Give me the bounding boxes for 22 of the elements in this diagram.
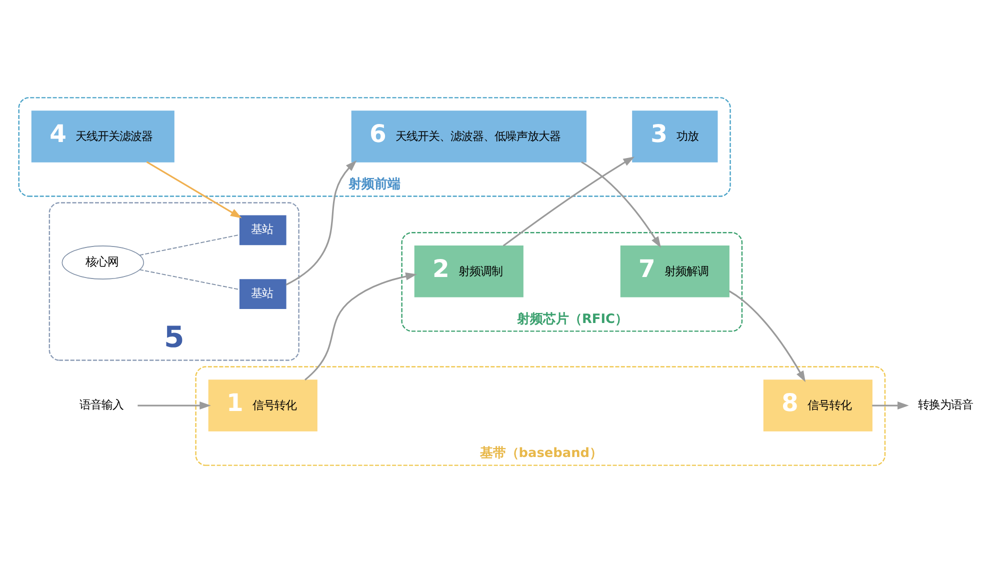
node-box: 3 功放	[632, 110, 718, 162]
arrow	[502, 156, 635, 246]
arrow	[728, 290, 806, 382]
arrow	[872, 402, 909, 410]
arrow	[581, 161, 661, 248]
node-box: 8 信号转化	[763, 380, 872, 432]
arrow	[138, 402, 211, 410]
node-box: 基站	[239, 215, 286, 246]
node-text: 语音输入	[79, 398, 124, 412]
node-box: 基站	[239, 279, 286, 309]
arrow	[304, 272, 418, 380]
node-text: 转换为语音	[918, 398, 974, 412]
connector	[139, 234, 240, 256]
arrow	[286, 160, 357, 286]
connector	[139, 269, 240, 290]
arrow	[146, 161, 242, 218]
node-box: 4 天线开关滤波器	[31, 110, 174, 162]
node-box: 1 信号转化	[208, 380, 318, 432]
node-box: 7 射频解调	[620, 246, 730, 298]
node-ellipse: 核心网	[62, 246, 144, 280]
node-box: 2 射频调制	[414, 246, 524, 298]
node-box: 6 天线开关、滤波器、低噪声放大器	[351, 110, 586, 162]
